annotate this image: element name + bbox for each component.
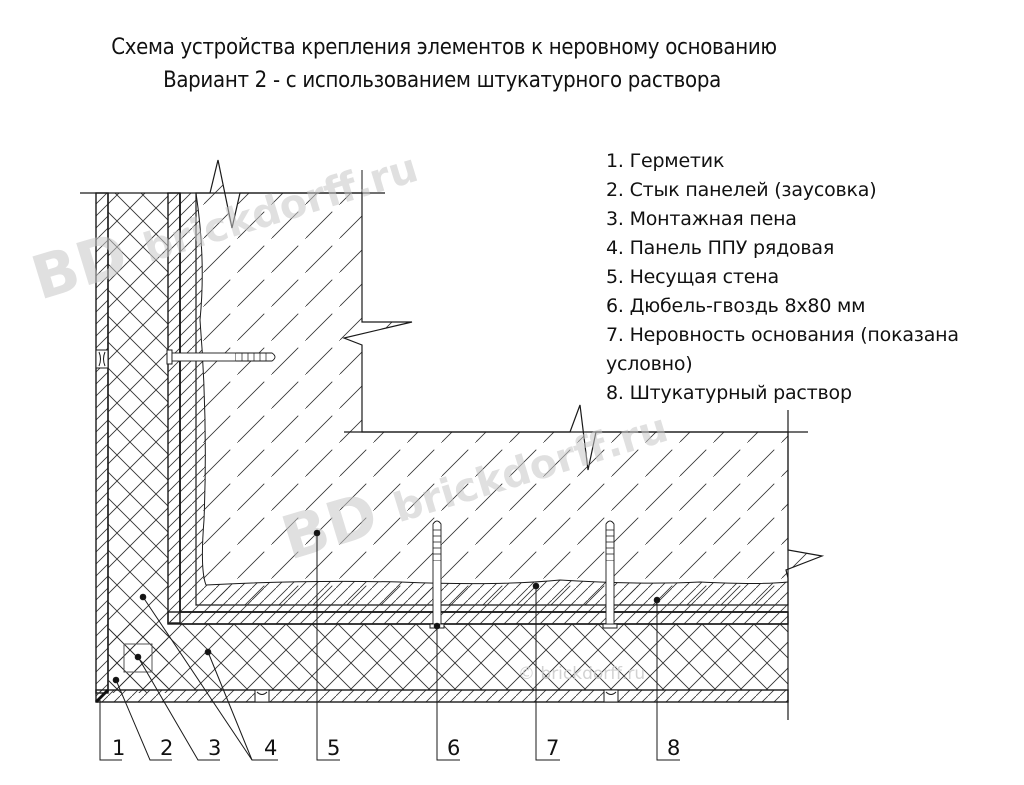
callout-leaders [99,529,680,761]
watermark-copyright: © brickdorff.ru [518,664,645,684]
legend-item-7-cont: условно) [606,353,693,375]
ppu-panel-horizontal [94,611,789,704]
legend-item-6: 6. Дюбель-гвоздь 8х80 мм [606,295,866,317]
callout-6: 6 [447,736,460,760]
callout-7: 7 [546,736,559,760]
legend-item-3: 3. Монтажная пена [606,208,797,230]
dowel-nail-horizontal [166,349,276,365]
callout-3: 3 [208,736,221,760]
section-boundary-lines [80,170,808,720]
legend-item-1: 1. Герметик [606,150,725,172]
legend-item-5: 5. Несущая стена [606,266,779,288]
callout-1: 1 [112,736,125,760]
legend-item-8: 8. Штукатурный раствор [606,382,852,404]
legend: 1. Герметик 2. Стык панелей (заусовка) 3… [606,147,959,408]
legend-item-4: 4. Панель ППУ рядовая [606,237,835,259]
legend-item-7: 7. Неровность основания (показана [606,324,959,346]
dowel-nail-2 [602,520,618,629]
ppu-panel-vertical [95,192,181,694]
callout-8: 8 [667,736,680,760]
legend-item-2: 2. Стык панелей (заусовка) [606,179,877,201]
callout-4: 4 [264,736,277,760]
callout-5: 5 [327,736,340,760]
diagram-title-line2: Вариант 2 - с использованием штукатурног… [163,68,721,93]
callout-2: 2 [160,736,173,760]
callout-numbers: 1 2 3 4 5 6 7 8 [112,736,680,760]
diagram-title-line1: Схема устройства крепления элементов к н… [111,35,777,60]
